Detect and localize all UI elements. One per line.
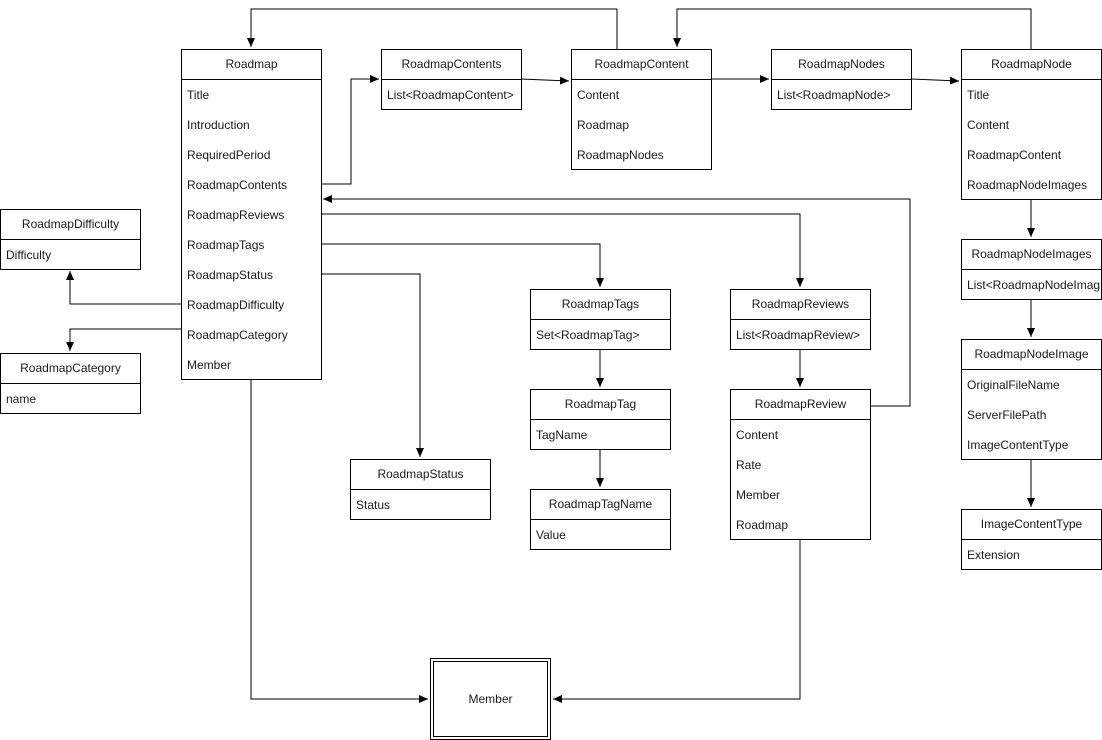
entity-roadmap-status[interactable]: RoadmapStatus Status (350, 459, 491, 520)
entity-title: RoadmapReviews (731, 290, 870, 320)
field-required-period: RequiredPeriod (187, 148, 271, 162)
field-title: Title (187, 88, 210, 102)
field-value: Value (536, 528, 566, 542)
edge-roadmap-to-contents (321, 75, 379, 185)
field-roadmap: Roadmap (736, 518, 789, 532)
field-tag-name: TagName (536, 428, 588, 442)
entity-title: RoadmapContents (382, 50, 521, 80)
field-roadmap-tags: RoadmapTags (187, 238, 265, 252)
edge-roadmap-to-tags (321, 243, 604, 287)
field-roadmap-status: RoadmapStatus (187, 268, 274, 282)
field-content: Content (967, 118, 1010, 132)
entity-roadmap-node-image[interactable]: RoadmapNodeImage OriginalFileName Server… (961, 339, 1102, 460)
edge-nodes-to-node (910, 76, 960, 85)
field-set-roadmap-tag: Set<RoadmapTag> (536, 328, 640, 342)
edge-node-to-content (673, 8, 1032, 49)
entity-roadmap[interactable]: Roadmap Title Introduction RequiredPerio… (181, 49, 322, 380)
field-member: Member (736, 488, 781, 502)
field-roadmap-nodes: RoadmapNodes (577, 148, 664, 162)
field-status: Status (356, 498, 391, 512)
entity-roadmap-review[interactable]: RoadmapReview Content Rate Member Roadma… (730, 389, 871, 540)
entity-title: RoadmapNodeImage (962, 340, 1101, 370)
field-roadmap: Roadmap (577, 118, 630, 132)
field-extension: Extension (967, 548, 1020, 562)
field-original-file-name: OriginalFileName (967, 378, 1060, 392)
entity-roadmap-contents[interactable]: RoadmapContents List<RoadmapContent> (381, 49, 522, 110)
entity-title: RoadmapDifficulty (1, 210, 140, 240)
field-content: Content (577, 88, 620, 102)
entity-title: RoadmapCategory (1, 354, 140, 384)
entity-roadmap-reviews[interactable]: RoadmapReviews List<RoadmapReview> (730, 289, 871, 350)
edge-roadmap-to-category (66, 328, 181, 351)
entity-title: ImageContentType (962, 510, 1101, 540)
entity-title: RoadmapNode (962, 50, 1101, 80)
entity-title: RoadmapContent (572, 50, 711, 80)
entity-roadmap-category[interactable]: RoadmapCategory name (0, 353, 141, 414)
field-difficulty: Difficulty (6, 248, 52, 262)
entity-title: RoadmapNodes (772, 50, 911, 80)
field-list-roadmap-node: List<RoadmapNode> (777, 88, 891, 102)
entity-title: RoadmapNodeImages (962, 240, 1101, 270)
entity-roadmap-tags[interactable]: RoadmapTags Set<RoadmapTag> (530, 289, 671, 350)
field-introduction: Introduction (187, 118, 250, 132)
entity-image-content-type[interactable]: ImageContentType Extension (961, 509, 1102, 570)
field-content: Content (736, 428, 779, 442)
entity-roadmap-nodes[interactable]: RoadmapNodes List<RoadmapNode> (771, 49, 912, 110)
field-roadmap-difficulty: RoadmapDifficulty (187, 298, 285, 312)
entity-roadmap-node[interactable]: RoadmapNode Title Content RoadmapContent… (961, 49, 1102, 200)
edge-roadmap-to-reviews (321, 213, 804, 287)
field-name: name (6, 392, 37, 406)
field-title: Title (967, 88, 990, 102)
member-label: Member (433, 661, 548, 737)
field-list-roadmap-content: List<RoadmapContent> (387, 88, 514, 102)
field-server-file-path: ServerFilePath (967, 408, 1047, 422)
entity-title: RoadmapTag (531, 390, 670, 420)
entity-title: RoadmapStatus (351, 460, 490, 490)
entity-member[interactable]: Member (430, 658, 551, 740)
edge-roadmap-to-status (321, 273, 424, 457)
field-roadmap-node-images: RoadmapNodeImages (967, 178, 1088, 192)
entity-roadmap-content[interactable]: RoadmapContent Content Roadmap RoadmapNo… (571, 49, 712, 170)
entity-title: RoadmapTags (531, 290, 670, 320)
field-rate: Rate (736, 458, 762, 472)
field-list-roadmap-node-image: List<RoadmapNodeImag (967, 278, 1101, 292)
entity-roadmap-difficulty[interactable]: RoadmapDifficulty Difficulty (0, 209, 141, 270)
entity-title: RoadmapReview (731, 390, 870, 420)
entity-roadmap-tag[interactable]: RoadmapTag TagName (530, 389, 671, 450)
field-roadmap-contents: RoadmapContents (187, 178, 288, 192)
entity-roadmap-tag-name[interactable]: RoadmapTagName Value (530, 489, 671, 550)
field-member: Member (187, 358, 232, 372)
edge-roadmap-to-member (250, 379, 428, 703)
field-list-roadmap-review: List<RoadmapReview> (736, 328, 861, 342)
entity-title: Roadmap (182, 50, 321, 80)
entity-title: RoadmapTagName (531, 490, 670, 520)
edge-review-to-roadmap (323, 195, 911, 407)
edge-roadmap-to-difficulty (66, 271, 181, 305)
edge-contents-to-content (520, 76, 570, 85)
field-image-content-type: ImageContentType (967, 438, 1069, 452)
field-roadmap-category: RoadmapCategory (187, 328, 288, 342)
edge-content-to-roadmap (247, 8, 618, 49)
field-roadmap-reviews: RoadmapReviews (187, 208, 285, 222)
entity-roadmap-node-images[interactable]: RoadmapNodeImages List<RoadmapNodeImag (961, 239, 1102, 300)
edge-review-to-member (553, 539, 801, 703)
field-roadmap-content: RoadmapContent (967, 148, 1062, 162)
